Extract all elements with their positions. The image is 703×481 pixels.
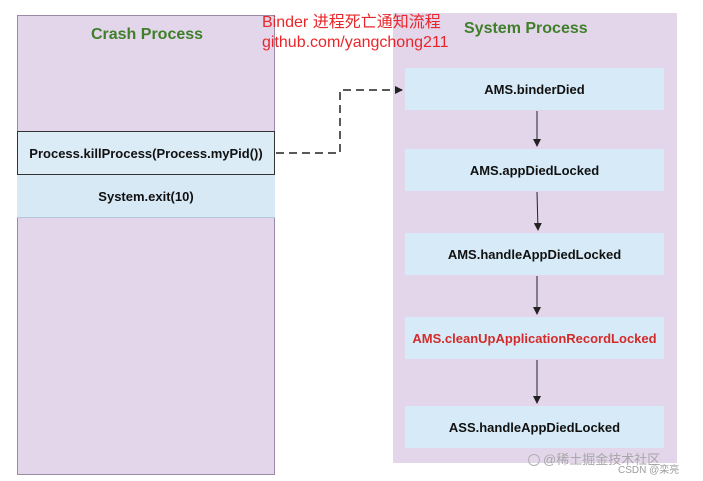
step-ams-binder-died: AMS.binderDied xyxy=(405,68,664,110)
system-process-lane: System Process AMS.binderDied AMS.appDie… xyxy=(393,13,677,463)
step-ass-handle-app-died-locked: ASS.handleAppDiedLocked xyxy=(405,406,664,448)
annotation-title: Binder 进程死亡通知流程 xyxy=(262,14,441,31)
system-exit-step: System.exit(10) xyxy=(17,175,275,218)
juejin-watermark: @稀土掘金技术社区 xyxy=(528,449,660,468)
crash-process-title: Crash Process xyxy=(90,26,204,43)
juejin-logo-icon xyxy=(528,454,540,466)
kill-process-step: Process.killProcess(Process.myPid()) xyxy=(17,131,275,175)
step-ams-app-died-locked: AMS.appDiedLocked xyxy=(405,149,664,191)
csdn-watermark: CSDN @栾亮 xyxy=(618,465,680,476)
step-ams-handle-app-died-locked: AMS.handleAppDiedLocked xyxy=(405,233,664,275)
step-ams-clean-up-application-record-locked: AMS.cleanUpApplicationRecordLocked xyxy=(405,317,664,359)
watermark-text: @稀土掘金技术社区 xyxy=(543,452,661,467)
annotation-github-link: github.com/yangchong211 xyxy=(262,34,449,51)
system-process-title: System Process xyxy=(464,20,588,37)
crash-process-lane: Crash Process Process.killProcess(Proces… xyxy=(17,15,275,475)
death-notification-dashed-arrow xyxy=(276,86,403,154)
diagram-annotation: Binder 进程死亡通知流程 github.com/yangchong211 xyxy=(262,13,449,53)
